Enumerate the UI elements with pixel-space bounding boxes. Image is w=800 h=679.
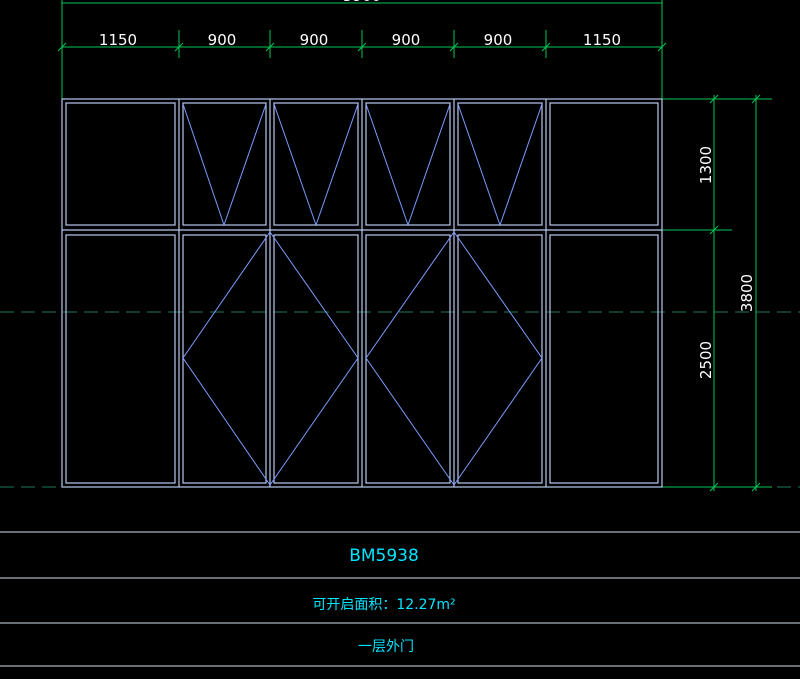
dimension-text-col1: 1150: [99, 31, 137, 49]
upper-pane-6: [549, 102, 659, 226]
top-hung-indicator-4: [365, 103, 451, 227]
tick-mark: [709, 482, 719, 492]
tick-mark: [709, 94, 719, 104]
swing-indicator-4: [365, 231, 455, 486]
tick-mark: [709, 225, 719, 235]
lower-pane-3: [273, 234, 359, 484]
lower-pane-2: [182, 234, 267, 484]
tick-mark: [657, 42, 667, 52]
upper-pane-1: [65, 102, 176, 226]
dimension-text-col3: 900: [300, 31, 329, 49]
lower-pane-5: [457, 234, 543, 484]
right-dimension-chain: [662, 94, 772, 492]
top-hung-indicator-5: [457, 103, 543, 227]
door-code-label: BM5938: [349, 546, 419, 566]
overall-width-text: 5900: [343, 0, 381, 5]
lower-pane-4: [365, 234, 451, 484]
tick-mark: [357, 42, 367, 52]
opening-indicators: [182, 103, 543, 486]
swing-indicator-5: [453, 231, 543, 486]
swing-indicator-3: [269, 231, 359, 486]
lower-height-text: 2500: [697, 341, 715, 379]
top-hung-indicator-2: [182, 103, 267, 227]
right-dimension-texts: 1300 2500 3800: [697, 146, 756, 379]
openable-area-label: 可开启面积：12.27m²: [312, 597, 455, 613]
tick-mark: [265, 42, 275, 52]
tick-mark: [57, 42, 67, 52]
dimension-text-col4: 900: [392, 31, 421, 49]
tick-mark: [449, 42, 459, 52]
dimension-text-col2: 900: [208, 31, 237, 49]
dimension-text-col5: 900: [484, 31, 513, 49]
tick-mark: [541, 42, 551, 52]
dimension-text-col6: 1150: [583, 31, 621, 49]
upper-height-text: 1300: [697, 146, 715, 184]
top-hung-indicator-3: [273, 103, 359, 227]
lower-pane-6: [549, 234, 659, 484]
tick-mark: [751, 94, 761, 104]
door-description-label: 一层外门: [358, 639, 414, 655]
top-dimension-chain: [57, 0, 667, 100]
title-block-rules: [0, 531, 800, 667]
tick-mark: [751, 482, 761, 492]
swing-indicator-2: [182, 231, 271, 486]
total-height-text: 3800: [738, 274, 756, 312]
lower-pane-1: [65, 234, 176, 484]
top-dimension-texts: 5900 1150 900 900 900 900 1150: [99, 0, 621, 49]
door-frames: [61, 98, 663, 488]
tick-mark: [174, 42, 184, 52]
